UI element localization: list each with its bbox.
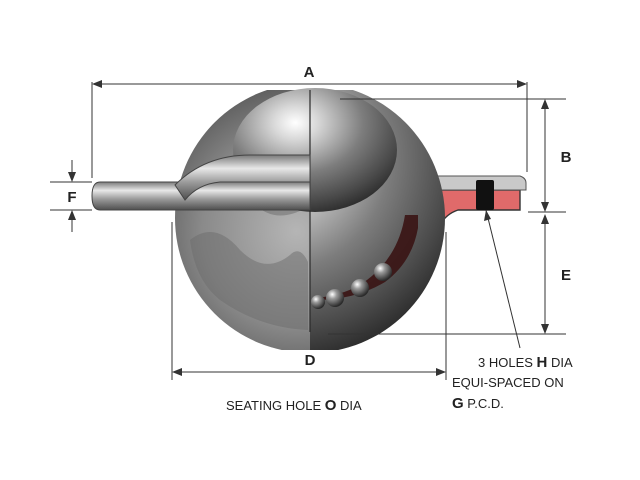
dim-label-d: D bbox=[305, 352, 316, 369]
support-ball bbox=[351, 279, 369, 297]
support-balls bbox=[311, 263, 392, 309]
support-ball bbox=[326, 289, 344, 307]
dim-label-a: A bbox=[304, 64, 315, 81]
holes-note: 3 HOLES H DIA bbox=[478, 354, 573, 371]
equi-spaced-note: EQUI-SPACED ON bbox=[452, 375, 564, 390]
support-ball bbox=[374, 263, 392, 281]
seating-hole-note: SEATING HOLE O DIA bbox=[226, 397, 362, 414]
fixing-hole bbox=[476, 180, 494, 210]
pcd-note: G P.C.D. bbox=[452, 395, 504, 412]
dim-label-b: B bbox=[561, 149, 572, 166]
support-ball bbox=[311, 295, 325, 309]
dim-label-f: F bbox=[67, 189, 76, 206]
dim-label-e: E bbox=[561, 267, 571, 284]
flange-collar bbox=[174, 154, 311, 201]
mounting-flange bbox=[91, 181, 311, 211]
